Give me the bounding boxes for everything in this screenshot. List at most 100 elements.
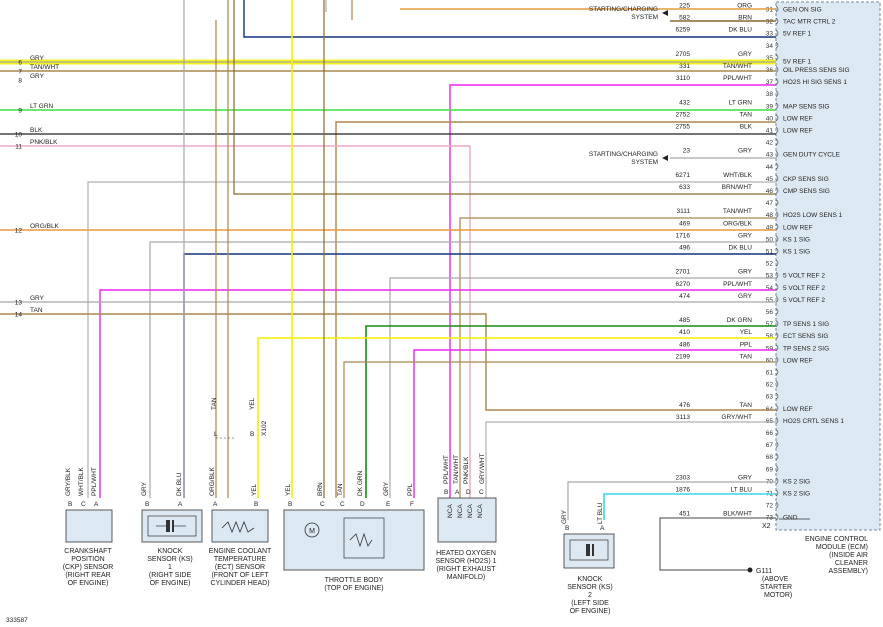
ecm-pin-number: 62 [766, 382, 774, 389]
svg-text:A: A [178, 501, 183, 508]
wire-color-label: PPL [740, 341, 753, 348]
wire-color-label: TAN [739, 402, 752, 409]
circuit-number: 225 [679, 3, 690, 10]
ecm-pin-number: 34 [766, 43, 774, 50]
svg-text:MODULE (ECM): MODULE (ECM) [816, 544, 868, 551]
ect-sensor: ORG/BLK YEL A B TAN YEL L B X102 ENGINE … [209, 397, 272, 587]
svg-text:MOTOR): MOTOR) [764, 592, 792, 599]
circuit-number: 485 [679, 317, 690, 324]
ecm-pin-function: LOW REF [783, 406, 813, 413]
ecm-pin-number: 32 [766, 19, 774, 26]
circuit-number: 6259 [676, 27, 691, 34]
left-wire-color: TAN/WHT [30, 64, 59, 71]
ecm-pin-terminal [775, 235, 779, 243]
svg-text:ORG/BLK: ORG/BLK [209, 466, 216, 496]
svg-text:(RIGHT REAR: (RIGHT REAR [65, 572, 110, 579]
ecm-connector-x2: X2 [762, 523, 771, 530]
left-connection-number: 8 [18, 78, 22, 85]
svg-text:GRY: GRY [561, 509, 568, 524]
svg-text:A: A [600, 525, 605, 532]
ecm-pin-terminal [775, 223, 779, 231]
svg-text:MANIFOLD): MANIFOLD) [447, 574, 486, 581]
ecm-pin-function: KS 2 SIG [783, 491, 810, 498]
ecm-pin-function: OIL PRESS SENS SIG [783, 67, 850, 74]
svg-text:D: D [466, 489, 471, 496]
svg-text:SYSTEM: SYSTEM [631, 14, 658, 21]
left-wire-color: TAN [30, 307, 43, 314]
ecm-pin-terminal [775, 501, 779, 509]
ecm-pin-number: 46 [766, 188, 774, 195]
ecm-pin-terminal [775, 296, 779, 303]
ecm-pin-number: 60 [766, 357, 774, 364]
svg-text:B: B [288, 501, 292, 508]
ecm-pin-function: LOW REF [783, 224, 813, 231]
circuit-number: 2705 [676, 51, 691, 58]
svg-text:D: D [360, 501, 365, 508]
ecm-pin-number: 35 [766, 55, 774, 62]
circuit-number: 1716 [676, 232, 691, 239]
ecm-pin-terminal [775, 513, 779, 521]
left-wire-color: LT GRN [30, 103, 54, 110]
left-connection-number: 10 [15, 132, 23, 139]
ecm-pin-function: CMP SENS SIG [783, 188, 830, 195]
svg-text:KNOCK: KNOCK [158, 548, 183, 555]
circuit-number: 2755 [676, 124, 691, 131]
wire-color-label: TAN [739, 111, 752, 118]
wire-color-label: BLK/WHT [723, 511, 752, 518]
svg-text:TAN/WHT: TAN/WHT [453, 455, 460, 484]
wire-color-label: TAN/WHT [723, 208, 752, 215]
svg-text:TEMPERATURE: TEMPERATURE [214, 556, 267, 563]
ecm-pin-terminal [775, 417, 779, 424]
ecm-module-box [775, 1, 881, 531]
svg-text:G111: G111 [756, 568, 772, 575]
ecm-pin-terminal [775, 90, 779, 97]
ecm-pin-number: 68 [766, 454, 774, 461]
ecm-pin-function: LOW REF [783, 115, 813, 122]
left-connection-number: 6 [18, 60, 22, 67]
svg-text:PPL: PPL [407, 483, 414, 496]
circuit-number: 486 [679, 341, 690, 348]
circuit-number: 2752 [676, 111, 691, 118]
svg-text:L: L [214, 431, 218, 438]
svg-text:B: B [444, 489, 448, 496]
ecm-pin-number: 42 [766, 140, 774, 147]
ecm-pin-function: TP SENS 1 SIG [783, 321, 829, 328]
ecm-pin-terminal [775, 368, 779, 376]
circuit-number: 496 [679, 245, 690, 252]
wire-runs [0, 0, 776, 571]
ecm-pin-number: 58 [766, 333, 774, 340]
svg-text:LT BLU: LT BLU [597, 502, 604, 524]
circuit-number: 432 [679, 99, 690, 106]
ecm-pin-function: 5 VOLT REF 2 [783, 285, 825, 292]
svg-text:2: 2 [588, 592, 592, 599]
svg-text:NCA: NCA [447, 504, 454, 518]
svg-text:SENSOR (KS): SENSOR (KS) [567, 584, 613, 591]
ecm-pin-number: 37 [766, 79, 774, 86]
ecm-pin-terminal [775, 477, 779, 485]
svg-text:OF ENGINE): OF ENGINE) [68, 580, 109, 587]
ecm-pin-terminal [775, 465, 779, 473]
ckp-pins: GRY/BLK WHT/BLK PPL/WHT B C A [65, 466, 99, 508]
svg-text:A: A [213, 501, 218, 508]
svg-text:NCA: NCA [477, 504, 484, 518]
figure-number: 333587 [6, 617, 28, 624]
wire-color-label: GRY [738, 474, 753, 481]
ecm-pin-terminal [775, 332, 779, 339]
ecm-pin-function: 5 VOLT REF 2 [783, 297, 825, 304]
ecm-pin-number: 61 [766, 370, 774, 377]
ecm-pin-terminal [775, 380, 779, 388]
svg-text:(RIGHT EXHAUST: (RIGHT EXHAUST [437, 566, 497, 573]
svg-text:CLEANER: CLEANER [835, 560, 868, 567]
svg-text:(LEFT SIDE: (LEFT SIDE [571, 600, 609, 607]
ecm-pin-number: 41 [766, 128, 774, 135]
svg-text:GRY/BLK: GRY/BLK [65, 467, 72, 496]
ecm-pin-function: LOW REF [783, 128, 813, 135]
svg-text:CRANKSHAFT: CRANKSHAFT [64, 548, 112, 555]
circuit-number: 469 [679, 220, 690, 227]
ecm-pin-function: TAC MTR CTRL 2 [783, 19, 836, 26]
svg-text:B: B [145, 501, 149, 508]
starting-charging-ref-2: STARTING/CHARGING SYSTEM [589, 151, 668, 166]
svg-text:(ABOVE: (ABOVE [762, 576, 789, 583]
svg-text:B: B [565, 525, 569, 532]
